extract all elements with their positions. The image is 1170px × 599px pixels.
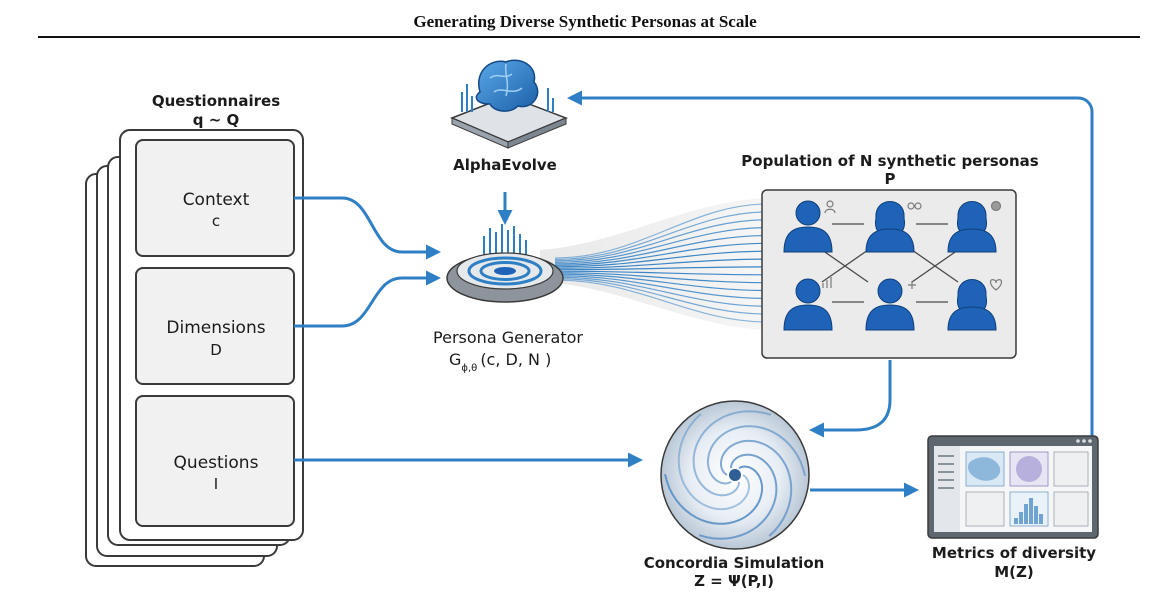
metrics-sidebar xyxy=(934,446,960,532)
questions-label: Questions xyxy=(174,453,259,473)
questions-symbol: I xyxy=(214,475,218,493)
context-to-generator-arrow xyxy=(294,196,441,260)
swirl-arm xyxy=(664,465,764,525)
metrics-histogram-bars xyxy=(1014,498,1043,524)
glasses-trait-icon xyxy=(907,202,915,210)
questionnaires-formula: q ~ Q xyxy=(193,111,240,129)
stream-line xyxy=(554,272,769,284)
stream-line xyxy=(554,270,769,276)
stream-line xyxy=(554,273,769,292)
generator-label: Persona Generator xyxy=(433,328,583,347)
flow-arrows xyxy=(294,90,1094,498)
metrics-label: Metrics of diversity xyxy=(932,544,1096,562)
metrics-density-circle xyxy=(1016,456,1042,482)
alphaevolve-platform-right-edge xyxy=(507,117,567,149)
persona-generator-node: Persona Generator Gϕ,θ(c, D, N ) xyxy=(433,224,583,374)
simulation-label: Concordia Simulation xyxy=(644,554,825,572)
stream-line xyxy=(554,275,769,299)
metrics-formula: M(Z) xyxy=(994,563,1034,581)
generator-ring-1 xyxy=(467,256,543,286)
generator-formula: Gϕ,θ(c, D, N ) xyxy=(449,350,551,374)
simulation-swirl-arms xyxy=(664,410,806,540)
window-control-dot-3 xyxy=(1088,439,1092,443)
stream-lines xyxy=(554,203,769,323)
alphaevolve-node: AlphaEvolve xyxy=(450,59,569,174)
stream-line xyxy=(554,279,769,323)
window-control-dot-2 xyxy=(1082,439,1086,443)
metrics-noise-panel xyxy=(1053,491,1089,527)
metrics-window-controls xyxy=(1076,439,1092,443)
stream-line xyxy=(554,211,769,261)
stream-line xyxy=(554,219,769,262)
stream-line xyxy=(554,234,769,265)
metrics-sidebar-items xyxy=(938,455,954,489)
stream-line xyxy=(554,203,769,259)
dimensions-label: Dimensions xyxy=(166,318,265,338)
generator-formula-args: (c, D, N ) xyxy=(480,350,551,369)
population-symbol: P xyxy=(885,170,896,188)
metrics-sparse-panel xyxy=(1053,451,1089,487)
metrics-grid-panel xyxy=(965,491,1005,527)
swirl-arm xyxy=(699,453,778,540)
questionnaires-title: Questionnaires xyxy=(152,92,280,110)
stream-line xyxy=(554,242,769,266)
population-node: Population of N synthetic personas P xyxy=(741,152,1039,359)
heart-trait-icon xyxy=(989,279,1003,291)
population-title: Population of N synthetic personas xyxy=(741,152,1039,170)
simulation-core xyxy=(729,469,741,481)
metrics-scatter-blob xyxy=(968,457,1001,481)
swirl-arm xyxy=(720,439,793,537)
stream-line xyxy=(554,266,769,271)
concordia-simulation-node: Concordia Simulation Z = Ψ(P,I) xyxy=(644,400,825,590)
simulation-formula: Z = Ψ(P,I) xyxy=(694,572,774,590)
window-control-dot-1 xyxy=(1076,439,1080,443)
user-trait-icon-body xyxy=(824,208,836,214)
generator-formula-main: G xyxy=(449,350,461,369)
tool-trait-icon xyxy=(908,281,916,289)
alphaevolve-data-bars xyxy=(461,84,554,112)
glasses-trait-icon-lens xyxy=(914,202,922,210)
stream-line xyxy=(554,227,769,263)
swirl-arm xyxy=(706,425,806,485)
context-label: Context xyxy=(183,190,250,210)
generator-ring-2 xyxy=(479,261,531,281)
persona-trait-icons xyxy=(822,200,1003,291)
chart-trait-icon xyxy=(822,277,832,288)
stream-line xyxy=(554,258,769,269)
context-symbol: c xyxy=(212,212,220,230)
title-rule xyxy=(38,36,1140,38)
metrics-node: Metrics of diversity M(Z) xyxy=(927,435,1099,581)
swirl-arm xyxy=(692,410,771,497)
population-to-simulation-arrow xyxy=(809,360,892,438)
globe-trait-icon xyxy=(990,200,1002,212)
generator-formula-subscript: ϕ,θ xyxy=(461,363,477,374)
questionnaires-stack: Questionnaires q ~ Q Context c Dimension… xyxy=(85,92,304,567)
persona-stream-fan xyxy=(540,198,770,330)
page-title: Generating Diverse Synthetic Personas at… xyxy=(413,12,757,31)
persona-network-links xyxy=(821,223,959,303)
generator-core xyxy=(494,267,516,275)
dimensions-to-generator-arrow xyxy=(294,270,441,328)
user-trait-icon xyxy=(826,200,834,208)
stream-line xyxy=(554,277,769,315)
dimensions-symbol: D xyxy=(210,341,222,359)
brain-icon-detail xyxy=(489,63,523,97)
alphaevolve-label: AlphaEvolve xyxy=(453,156,557,174)
swirl-arm xyxy=(677,413,750,511)
metrics-to-alphaevolve-arrow xyxy=(567,90,1094,436)
stream-line xyxy=(554,276,769,307)
stream-line xyxy=(554,250,769,268)
